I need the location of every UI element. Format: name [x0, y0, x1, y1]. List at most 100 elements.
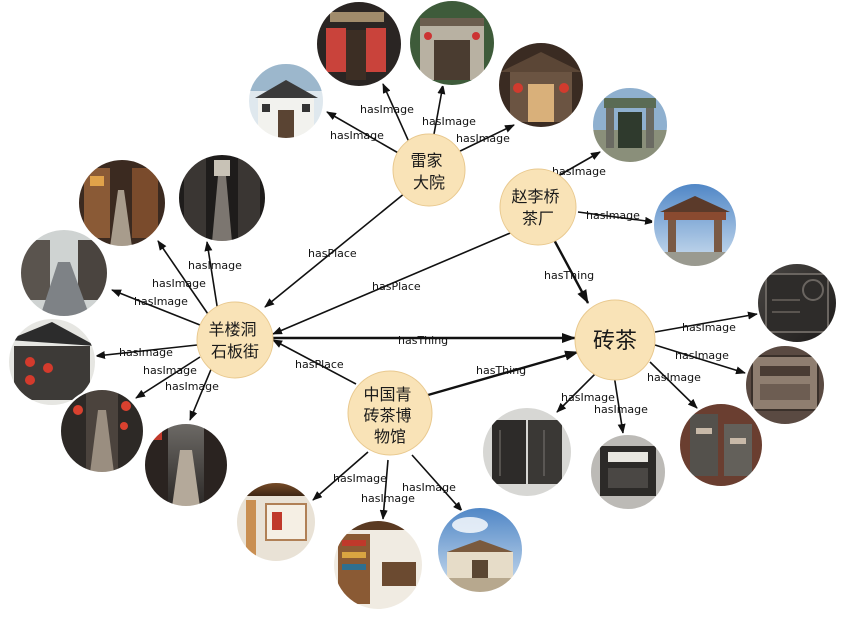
edge-leijia-img4 — [451, 124, 515, 156]
svg-text:羊楼洞 石板街: 羊楼洞 石板街 — [208, 320, 261, 361]
edge-yanglou-img4 — [95, 344, 198, 360]
edge-label: hasImage — [360, 103, 414, 116]
photo-ring — [332, 519, 424, 611]
photo-ring — [177, 153, 267, 243]
node-label-line: 大院 — [413, 173, 445, 192]
photo-ring — [408, 0, 496, 87]
photo-lantern-houses — [8, 318, 96, 406]
node-label-line: 石板街 — [211, 342, 259, 361]
edge-label: hasImage — [561, 391, 615, 404]
photo-ring — [436, 506, 524, 594]
edge-labels: hasPlace hasPlace hasPlace hasThing hasT… — [119, 103, 736, 505]
edge-museum-img1 — [312, 451, 369, 501]
edges — [95, 83, 758, 520]
photo-tea-brick-box — [590, 434, 666, 510]
node-zhuancha: 砖茶 — [574, 299, 656, 381]
edge-leijia-img2 — [382, 83, 414, 152]
edge-label: hasImage — [586, 209, 640, 222]
photo-stone-archway — [409, 0, 495, 86]
edge-yanglou-img1 — [157, 240, 211, 318]
node-zhaoli: 赵李桥 茶厂 — [499, 168, 577, 246]
photo-tea-brick-label — [745, 345, 825, 425]
photo-ring — [756, 262, 838, 344]
node-label-line: 雷家 — [410, 151, 442, 170]
edge-zhaoli-img2 — [577, 211, 655, 225]
edge-zhuancha-img3 — [556, 371, 598, 413]
edge-label: hasImage — [594, 403, 648, 416]
edge-label: hasThing — [476, 364, 526, 377]
edge-museum-img3 — [411, 454, 463, 512]
edge-label: hasImage — [361, 492, 415, 505]
edge-label: hasImage — [647, 371, 701, 384]
edge-zhuancha-img1 — [654, 311, 758, 333]
photo-museum-exterior — [437, 507, 523, 593]
node-label-line: 茶厂 — [522, 209, 554, 228]
edge-zhuancha-img5 — [649, 361, 698, 409]
edge-label: hasImage — [675, 349, 729, 362]
photo-tea-brick-mold — [679, 403, 763, 487]
edge-label: hasImage — [552, 165, 606, 178]
edge-label: hasImage — [330, 129, 384, 142]
photo-museum-hall-wood — [236, 482, 316, 562]
node-yanglou: 羊楼洞 石板街 — [196, 301, 274, 379]
edge-leijia-to-yanglou — [264, 192, 406, 308]
svg-text:砖茶: 砖茶 — [593, 329, 637, 354]
edge-label: hasImage — [188, 259, 242, 272]
photo-ring — [19, 228, 109, 318]
edge-yanglou-img5 — [135, 356, 201, 399]
photo-ring — [143, 422, 229, 508]
edge-label: hasImage — [422, 115, 476, 128]
node-label-line: 赵李桥 — [511, 187, 559, 206]
edge-label: hasImage — [682, 321, 736, 334]
node-museum: 中国青 砖茶博 物馆 — [347, 370, 433, 456]
photo-ring — [678, 402, 764, 488]
edge-museum-img2 — [379, 459, 389, 520]
photo-ring — [7, 317, 97, 407]
edge-museum-to-yanglou — [272, 339, 357, 385]
photo-tea-brick-pair — [482, 407, 572, 497]
photo-street-shops — [78, 159, 166, 247]
node-leijia: 雷家 大院 — [392, 133, 466, 207]
photo-tea-brick-dark — [757, 263, 837, 343]
edge-label: hasImage — [134, 295, 188, 308]
photo-ring — [315, 0, 403, 88]
photo-ring — [589, 433, 667, 511]
edge-zhaoli-to-yanglou — [272, 230, 516, 335]
edge-label: hasImage — [402, 481, 456, 494]
edge-zhaoli-to-zhuancha — [550, 235, 590, 304]
photo-ring — [497, 41, 585, 129]
node-label-line: 砖茶 — [593, 329, 637, 354]
edge-leijia-img1 — [326, 111, 408, 159]
node-label-line: 物馆 — [374, 427, 406, 446]
edge-label: hasImage — [456, 132, 510, 145]
edge-label: hasImage — [119, 346, 173, 359]
photo-ring — [591, 86, 669, 164]
edge-label: hasImage — [152, 277, 206, 290]
node-label-line: 羊楼洞 — [208, 320, 256, 339]
svg-text:雷家 大院: 雷家 大院 — [410, 151, 447, 192]
edge-label: hasPlace — [372, 280, 421, 293]
photo-wet-stone-street — [20, 229, 108, 317]
photo-ring — [744, 344, 826, 426]
photo-courtyard-lanterns — [498, 42, 584, 128]
photo-ring — [247, 62, 325, 140]
edge-zhuancha-img2 — [654, 344, 746, 375]
edge-label: hasPlace — [295, 358, 344, 371]
edge-museum-to-zhuancha — [427, 350, 579, 397]
photo-narrow-alley — [178, 154, 266, 242]
photo-ring — [481, 406, 573, 498]
photo-ring — [59, 388, 145, 474]
edge-zhuancha-img4 — [613, 374, 626, 434]
photo-ring — [235, 481, 317, 563]
edge-yanglou-img3 — [111, 289, 201, 326]
edge-label: hasThing — [544, 269, 594, 282]
photo-ring — [652, 182, 738, 268]
svg-text:赵李桥 茶厂: 赵李桥 茶厂 — [511, 187, 564, 228]
edge-label: hasImage — [333, 472, 387, 485]
edge-yanglou-img6 — [189, 366, 213, 421]
photo-red-door-couplets — [316, 1, 402, 87]
edge-yanglou-img2 — [204, 241, 219, 313]
edge-label: hasPlace — [308, 247, 357, 260]
edge-label: hasThing — [398, 334, 448, 347]
